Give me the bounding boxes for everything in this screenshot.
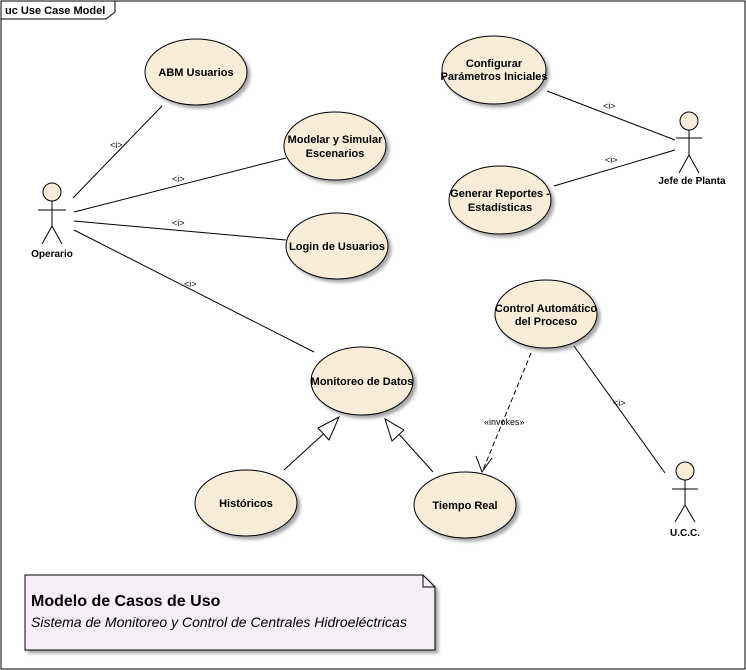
- association-label: <i>: [172, 174, 185, 184]
- use-case-label: Tiempo Real: [432, 500, 497, 512]
- association-label: <i>: [184, 279, 197, 289]
- frame-title-tab: [0, 0, 116, 20]
- invokes-label: «invokes»: [484, 417, 525, 427]
- use-case-configurar-parametros[interactable]: Configurar Parámetros Iniciales: [440, 35, 548, 105]
- use-case-tiempo-real[interactable]: Tiempo Real: [413, 471, 517, 539]
- generalization-historicos-line: [283, 427, 331, 471]
- association-reportes-jefe: [553, 149, 676, 187]
- use-case-label: Control Automático: [495, 303, 598, 315]
- association-label: <i>: [603, 101, 616, 111]
- association-label: <i>: [110, 140, 123, 150]
- associations: [72, 90, 676, 474]
- generalization-historicos-arrowhead: [317, 415, 341, 441]
- use-case-monitoreo-datos[interactable]: Monitoreo de Datos: [310, 346, 414, 416]
- association-operario-login: [73, 220, 287, 241]
- use-case-label: Históricos: [219, 498, 273, 510]
- association-operario-abm: [72, 105, 163, 199]
- invokes-dependency-line: [482, 352, 532, 471]
- use-case-label: Configurar: [466, 58, 523, 70]
- use-case-label: Monitoreo de Datos: [311, 376, 414, 388]
- use-case-label: Login de Usuarios: [289, 241, 385, 253]
- association-label: <i>: [613, 398, 626, 408]
- generalizations: [283, 415, 434, 473]
- use-case-historicos[interactable]: Históricos: [194, 469, 298, 537]
- use-case-modelar-simular[interactable]: Modelar y Simular Escenarios: [283, 111, 387, 181]
- use-case-label: Modelar y Simular: [288, 134, 383, 146]
- actor-label-operario: Operario: [31, 249, 73, 260]
- association-control-ucc: [573, 345, 666, 474]
- use-case-login-usuarios[interactable]: Login de Usuarios: [285, 212, 389, 280]
- generalization-tiempo-real-arrowhead: [384, 417, 405, 442]
- note-title: Modelo de Casos de Uso: [31, 593, 221, 610]
- actor-label-jefe-planta: Jefe de Planta: [658, 176, 726, 187]
- use-case-label: del Proceso: [515, 316, 578, 328]
- use-case-label: Generar Reportes -: [450, 188, 550, 200]
- association-operario-modelar: [73, 157, 287, 213]
- note-subtitle: Sistema de Monitoreo y Control de Centra…: [31, 614, 407, 630]
- use-case-generar-reportes[interactable]: Generar Reportes - Estadísticas: [448, 165, 552, 235]
- actor-head: [679, 111, 699, 131]
- actor-jefe-planta[interactable]: [676, 111, 702, 174]
- association-label: <i>: [605, 155, 618, 165]
- association-operario-monitoreo: [73, 229, 315, 353]
- association-configurar-jefe: [546, 90, 676, 141]
- diagram-note: [24, 574, 436, 651]
- invokes-arrowhead: [475, 455, 493, 474]
- use-case-abm-usuarios[interactable]: ABM Usuarios: [144, 38, 248, 106]
- use-case-label: Escenarios: [306, 148, 365, 160]
- actor-head: [42, 182, 62, 202]
- generalization-tiempo-real-line: [397, 432, 434, 473]
- association-label: <i>: [172, 218, 185, 228]
- actor-label-ucc: U.C.C.: [670, 528, 700, 539]
- actor-operario[interactable]: [38, 182, 66, 245]
- use-case-label: Estadísticas: [468, 202, 532, 214]
- actor-ucc[interactable]: [672, 461, 698, 523]
- use-case-control-automatico[interactable]: Control Automático del Proceso: [494, 279, 598, 349]
- actor-head: [675, 461, 695, 481]
- use-case-label: ABM Usuarios: [158, 67, 233, 79]
- frame-title: uc Use Case Model: [5, 5, 105, 17]
- use-case-label: Parámetros Iniciales: [440, 71, 547, 83]
